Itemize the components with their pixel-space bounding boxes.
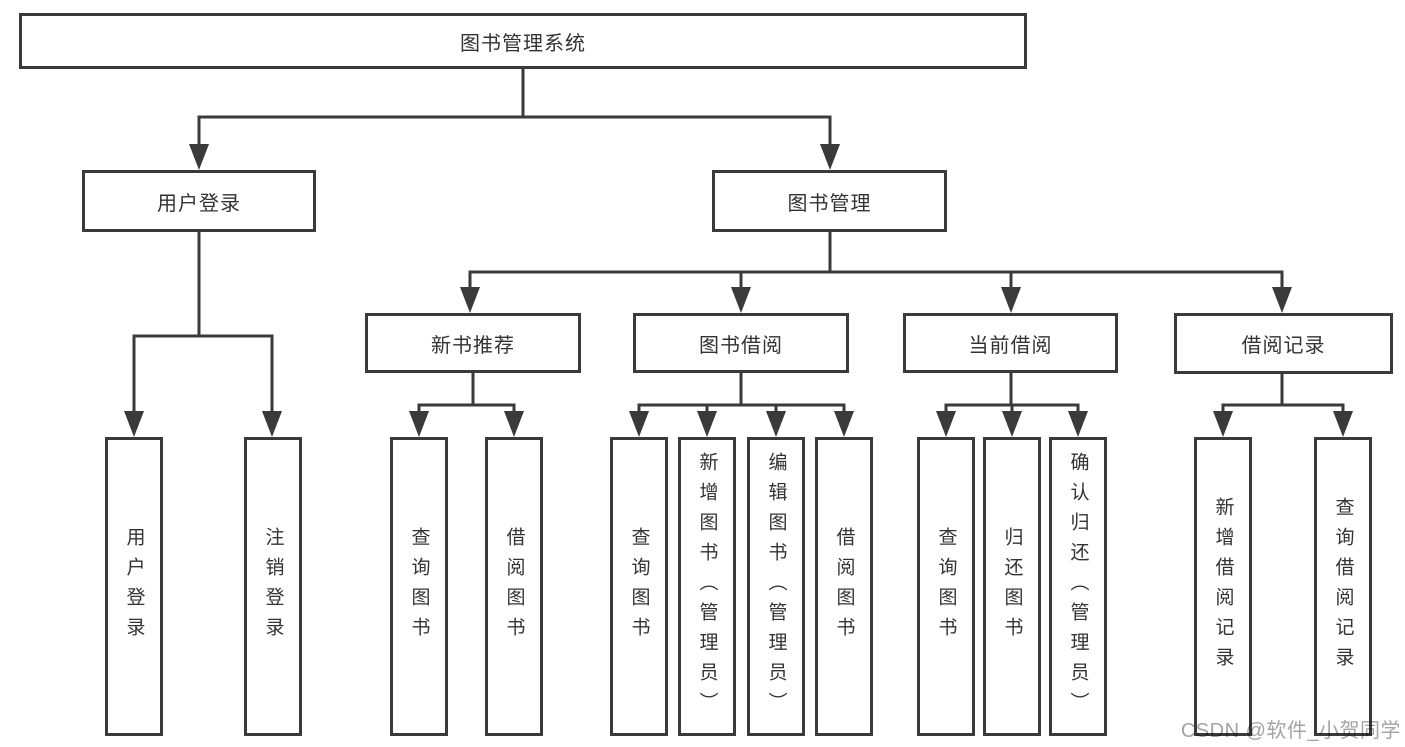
leaf-label: 新增图书（管理员） (696, 451, 718, 722)
leaf-label: 编辑图书（管理员） (765, 451, 787, 722)
leaf-label: 确认归还（管理员） (1067, 451, 1089, 722)
connector-book-management-to-level3 (460, 232, 1292, 313)
node-borrowing-records: 借阅记录 (1174, 313, 1393, 374)
connector-user-login-to-leaves (124, 232, 282, 437)
node-book-management: 图书管理 (712, 170, 947, 232)
leaf-label: 注销登录 (262, 526, 284, 647)
leaf-label: 借阅图书 (833, 526, 855, 647)
leaf-query-books-recommend: 查询图书 (390, 437, 448, 736)
leaf-edit-books-admin: 编辑图书（管理员） (747, 437, 805, 736)
node-label: 图书管理 (787, 192, 872, 215)
leaf-return-books: 归还图书 (983, 437, 1041, 736)
leaf-query-books-current: 查询图书 (917, 437, 975, 736)
leaf-borrow-books: 借阅图书 (815, 437, 873, 736)
leaf-confirm-return-admin: 确认归还（管理员） (1049, 437, 1107, 736)
connector-borrowing-records-to-leaves (1213, 373, 1353, 437)
leaf-logout: 注销登录 (244, 437, 302, 736)
leaf-query-books-borrowing: 查询图书 (610, 437, 668, 736)
leaf-query-borrow-record: 查询借阅记录 (1314, 437, 1372, 736)
leaf-label: 用户登录 (123, 526, 145, 647)
leaf-label: 查询图书 (408, 526, 430, 647)
leaf-label: 查询图书 (935, 526, 957, 647)
node-library-management-system: 图书管理系统 (19, 13, 1027, 69)
connector-current-borrowing-to-leaves (936, 373, 1088, 437)
node-label: 图书借阅 (699, 334, 783, 357)
leaf-label: 新增借阅记录 (1212, 496, 1234, 677)
leaf-label: 查询借阅记录 (1332, 496, 1354, 677)
connector-new-book-recommendation-to-leaves (409, 373, 524, 437)
connector-book-borrowing-to-leaves (629, 373, 854, 437)
node-label: 图书管理系统 (460, 32, 586, 55)
node-user-login: 用户登录 (82, 170, 316, 232)
node-label: 新书推荐 (431, 334, 515, 357)
leaf-borrow-books-recommend: 借阅图书 (485, 437, 543, 736)
connector-root-to-level2 (189, 68, 840, 170)
leaf-label: 借阅图书 (503, 526, 525, 647)
node-new-book-recommendation: 新书推荐 (365, 313, 581, 373)
leaf-add-books-admin: 新增图书（管理员） (678, 437, 736, 736)
node-label: 借阅记录 (1241, 335, 1326, 357)
node-current-borrowing: 当前借阅 (903, 313, 1118, 373)
csdn-watermark: CSDN @软件_小贺同学 (1180, 720, 1401, 742)
node-label: 用户登录 (157, 192, 241, 215)
leaf-user-login: 用户登录 (105, 437, 163, 736)
leaf-label: 查询图书 (628, 526, 650, 647)
leaf-label: 归还图书 (1001, 526, 1023, 647)
leaf-add-borrow-record: 新增借阅记录 (1194, 437, 1252, 736)
node-label: 当前借阅 (968, 334, 1053, 357)
node-book-borrowing: 图书借阅 (633, 313, 849, 373)
